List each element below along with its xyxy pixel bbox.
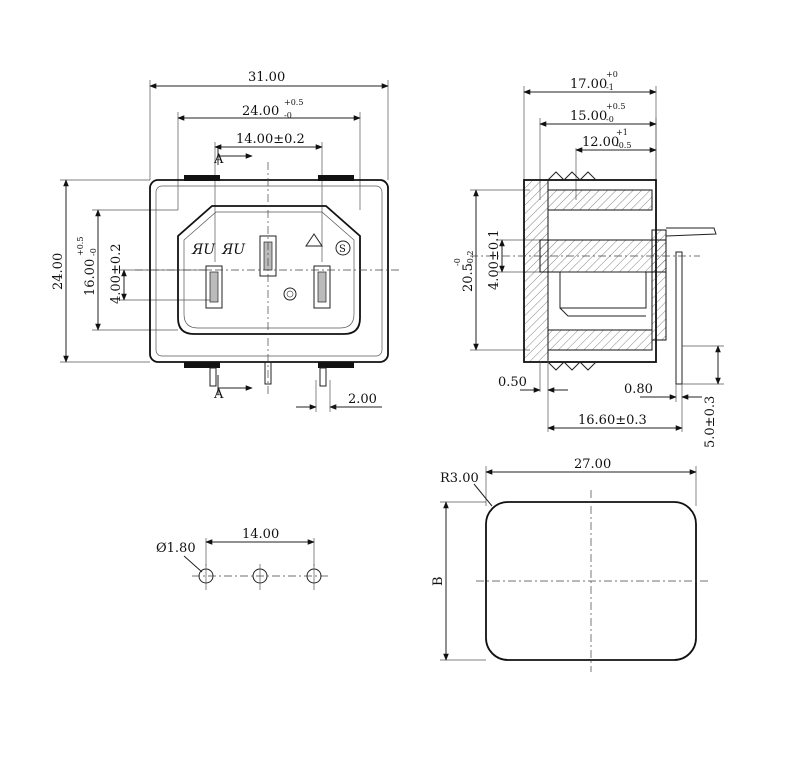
dim-height-20-5-upper: -0	[453, 258, 462, 266]
dim-inner-width: 24.00	[242, 104, 279, 119]
cert-mark-ur2-icon: ЯU	[221, 242, 246, 258]
panel-cutout: 27.00 R3.00 B	[431, 457, 708, 672]
dim-length-16-60: 16.60±0.3	[578, 413, 647, 428]
dim-height-20-5: 20.5	[461, 263, 476, 292]
side-view: 17.00 +0 -1 15.00 +0.5 -0 12.00 +1 -0.5 …	[453, 70, 724, 448]
cert-mark-ur-icon: ЯU	[191, 242, 216, 258]
dim-depth-15-lower: -0	[606, 115, 614, 124]
dim-depth-12: 12.00	[582, 135, 619, 150]
cert-mark-triangle-icon	[305, 233, 323, 247]
dim-inner-width-upper: +0.5	[284, 98, 303, 107]
dim-radius: R3.00	[440, 471, 479, 486]
dim-hole-dia: Ø1.80	[156, 541, 196, 556]
front-view: 31.00 24.00 +0.5 -0 14.00±0.2 24.00 16.0…	[51, 70, 400, 412]
cert-mark-s-icon	[335, 240, 351, 256]
dim-inner-width-lower: -0	[284, 111, 292, 120]
dim-cutout-height: B	[431, 576, 446, 586]
dim-height-20-5-lower: -0.2	[466, 251, 475, 266]
dim-hole-spacing: 14.00	[242, 527, 279, 542]
cert-mark-ccc-icon	[283, 287, 297, 301]
dim-depth-15-upper: +0.5	[606, 102, 625, 111]
dim-pin-spacing: 14.00±0.2	[236, 132, 305, 147]
dim-inner-height-upper: +0.5	[76, 237, 85, 256]
svg-text:S: S	[339, 244, 346, 255]
dim-cutout-width: 27.00	[574, 457, 611, 472]
inlet-opening	[177, 205, 361, 335]
dim-depth-17-upper: +0	[606, 70, 618, 79]
dim-depth-12-upper: +1	[616, 128, 628, 137]
dim-depth-15: 15.00	[570, 109, 607, 124]
dim-pin-offset: 4.00±0.2	[109, 243, 124, 304]
section-label-bottom: A	[213, 387, 224, 402]
dim-side-pin-offset: 4.00±0.1	[487, 229, 502, 290]
pcb-layout: 14.00 Ø1.80	[156, 527, 330, 590]
dim-overall-width: 31.00	[248, 70, 285, 85]
section-label-top: A	[213, 152, 224, 167]
dim-pin-width: 2.00	[348, 392, 377, 407]
dim-height: 24.00	[51, 253, 66, 290]
dim-pin-length: 5.0±0.3	[703, 396, 718, 448]
dim-depth-12-lower: -0.5	[616, 141, 631, 150]
dim-flange-0-80: 0.80	[624, 382, 653, 397]
dim-depth-17-lower: -1	[606, 83, 614, 92]
pin-live	[205, 265, 223, 309]
pin-neutral	[313, 265, 331, 309]
dim-inner-height: 16.00	[83, 259, 98, 296]
dim-inner-height-lower: -0	[89, 248, 98, 256]
dim-depth-17: 17.00	[570, 77, 607, 92]
dim-flange-0-50: 0.50	[498, 375, 527, 390]
